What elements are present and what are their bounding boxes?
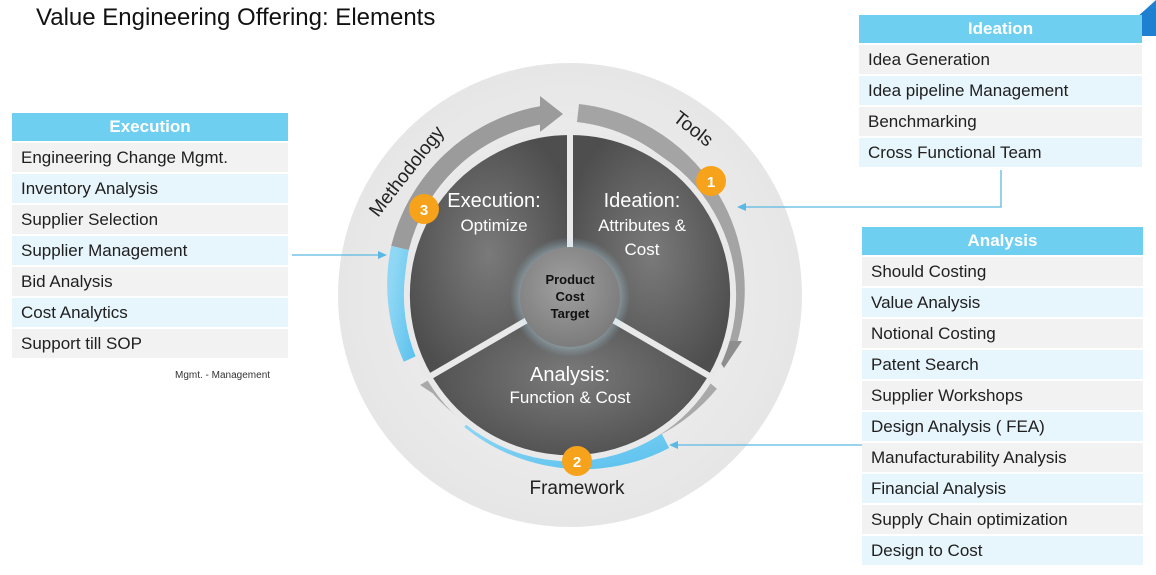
list-item: Manufacturability Analysis (862, 443, 1143, 472)
page-title: Value Engineering Offering: Elements (36, 4, 436, 31)
arrowhead-methodology (540, 96, 563, 132)
execution-title: Execution: (447, 190, 540, 212)
analysis-title: Analysis: (530, 364, 610, 386)
list-item: Design Analysis ( FEA) (862, 412, 1143, 441)
abbreviation-note: Mgmt. - Management (175, 370, 271, 381)
analysis-panel: Analysis Should Costing Value Analysis N… (862, 227, 1143, 565)
list-item: Supplier Management (12, 236, 288, 265)
list-item: Design to Cost (862, 536, 1143, 565)
badge-1 (696, 166, 726, 196)
list-item: Idea pipeline Management (859, 76, 1142, 105)
ideation-subtitle-2: Cost (625, 240, 660, 259)
arrowhead-execution-connector (378, 251, 387, 259)
framework-label: Framework (529, 478, 625, 499)
list-item: Engineering Change Mgmt. (12, 143, 288, 172)
list-item: Support till SOP (12, 329, 288, 358)
arc-methodology (391, 106, 544, 251)
ideation-subtitle-1: Attributes & (598, 216, 687, 235)
execution-panel: Execution Engineering Change Mgmt. Inven… (12, 113, 288, 358)
list-item: Benchmarking (859, 107, 1142, 136)
execution-subtitle: Optimize (460, 216, 527, 235)
list-item: Value Analysis (862, 288, 1143, 317)
list-item: Notional Costing (862, 319, 1143, 348)
list-item: Supplier Selection (12, 205, 288, 234)
ideation-title: Ideation: (604, 190, 681, 212)
arrowhead-analysis-connector (669, 441, 678, 449)
badge-2 (562, 446, 592, 476)
execution-header: Execution (12, 113, 288, 141)
list-item: Financial Analysis (862, 474, 1143, 503)
ideation-panel: Ideation Idea Generation Idea pipeline M… (859, 15, 1142, 167)
analysis-header: Analysis (862, 227, 1143, 255)
list-item: Cross Functional Team (859, 138, 1142, 167)
hub-label-3: Target (551, 306, 590, 321)
arrowhead-ideation-connector (737, 203, 746, 211)
ideation-header: Ideation (859, 15, 1142, 43)
badge-1-label: 1 (707, 174, 715, 191)
list-item: Supply Chain optimization (862, 505, 1143, 534)
list-item: Idea Generation (859, 45, 1142, 74)
list-item: Should Costing (862, 257, 1143, 286)
hub-circle (520, 247, 620, 347)
arc-execution-blue (387, 246, 421, 362)
hub-label-2: Cost (556, 289, 586, 304)
list-item: Patent Search (862, 350, 1143, 379)
list-item: Bid Analysis (12, 267, 288, 296)
connectors (292, 170, 1002, 446)
badge-3 (409, 194, 439, 224)
badge-3-label: 3 (420, 202, 428, 219)
badge-2-label: 2 (573, 454, 581, 471)
list-item: Supplier Workshops (862, 381, 1143, 410)
list-item: Inventory Analysis (12, 174, 288, 203)
analysis-subtitle: Function & Cost (510, 388, 631, 407)
hub-label-1: Product (545, 272, 595, 287)
connector-ideation (740, 170, 1002, 208)
list-item: Cost Analytics (12, 298, 288, 327)
